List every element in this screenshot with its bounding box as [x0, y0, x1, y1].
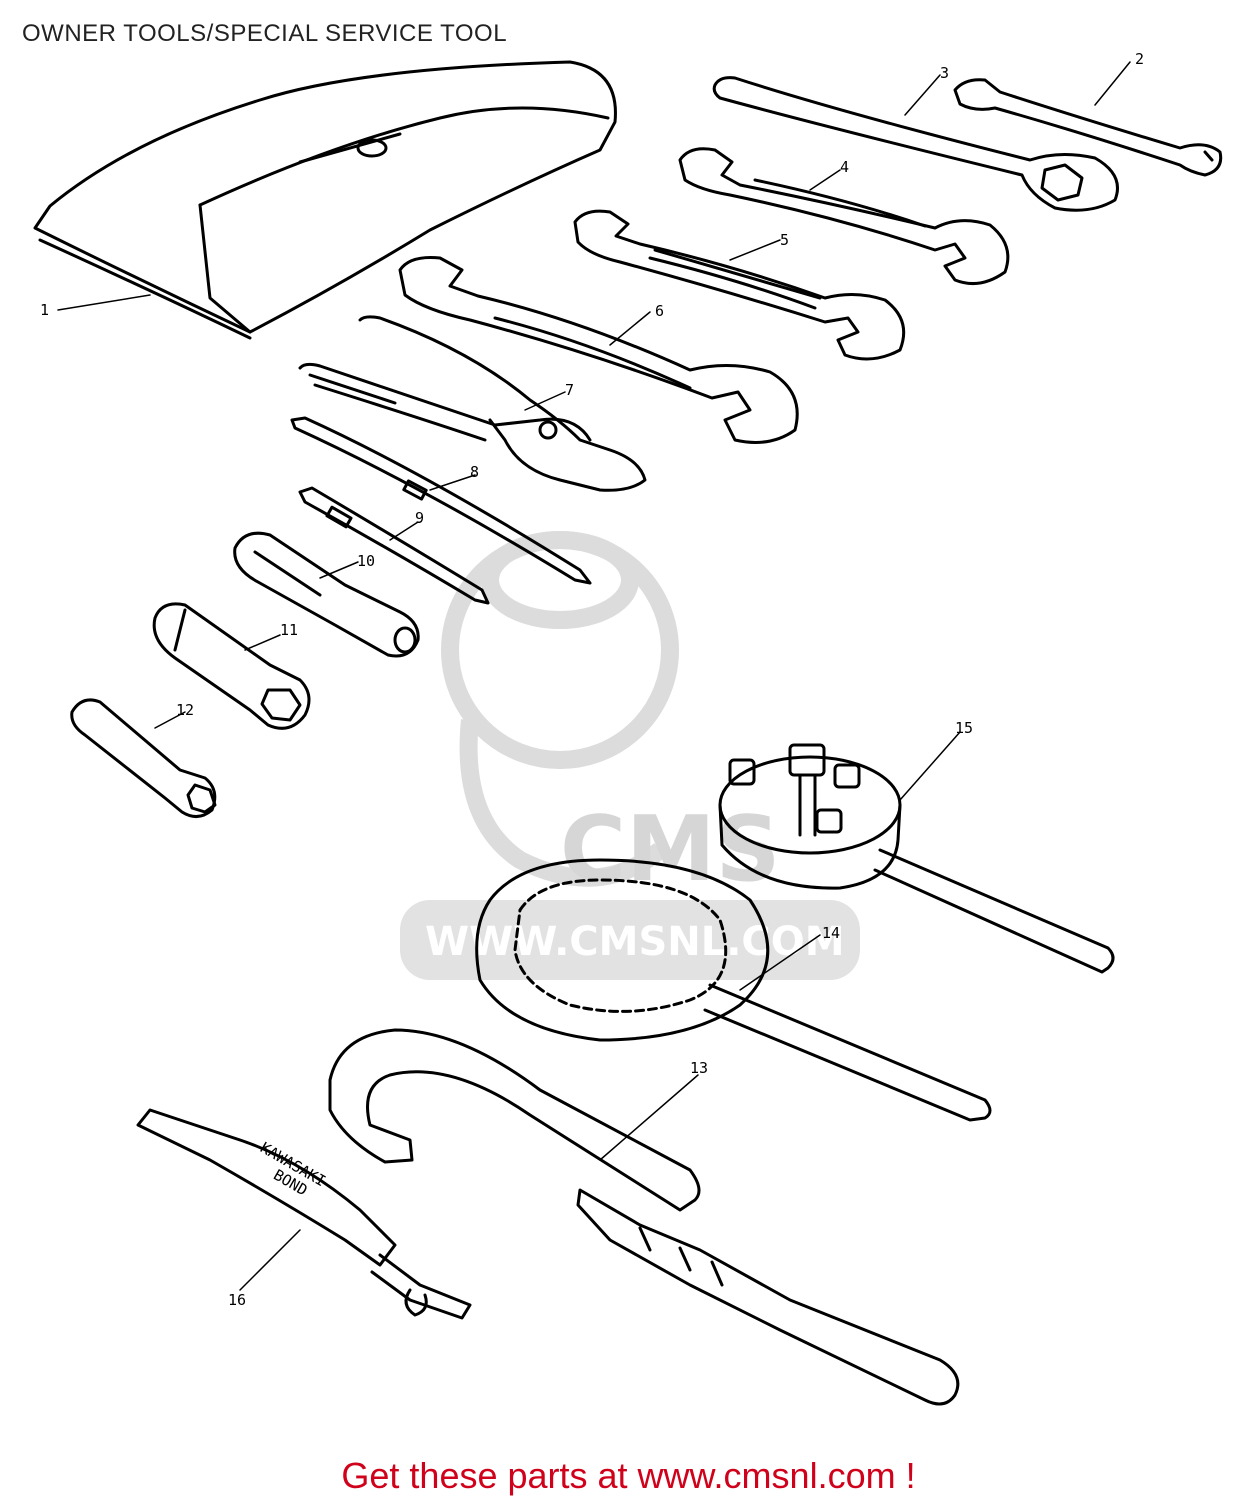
watermark-mascot-body — [459, 719, 666, 887]
footer-link[interactable]: Get these parts at www.cmsnl.com ! — [341, 1455, 916, 1496]
callout-12: 12 — [176, 701, 194, 719]
callout-9: 9 — [415, 509, 424, 527]
callout-11: 11 — [280, 621, 298, 639]
tool-bag — [33, 60, 617, 340]
leader-lines — [57, 61, 1131, 1291]
box-wrench-long — [712, 76, 1119, 212]
page-title: OWNER TOOLS/SPECIAL SERVICE TOOL — [22, 20, 508, 47]
callout-16: 16 — [228, 1291, 246, 1309]
callout-8: 8 — [470, 463, 479, 481]
hex-socket-large — [152, 602, 311, 730]
callout-2: 2 — [1135, 50, 1144, 68]
watermark-url: WWW.CMSNL.COM — [425, 919, 845, 965]
callout-13: 13 — [690, 1059, 708, 1077]
callout-3: 3 — [940, 64, 949, 82]
screwdriver-blade — [290, 416, 592, 585]
bond-tube — [136, 1108, 472, 1320]
pliers — [298, 315, 647, 492]
hook-wrench — [328, 1028, 960, 1406]
watermark-goggles — [481, 531, 639, 629]
callout-4: 4 — [840, 158, 849, 176]
screwdriver-bit — [298, 486, 490, 605]
spark-plug-socket — [70, 698, 217, 818]
spanner-medium — [678, 147, 1010, 286]
spanner-large — [398, 256, 799, 444]
callout-15: 15 — [955, 719, 973, 737]
spanner-5 — [573, 209, 906, 361]
callout-10: 10 — [357, 552, 375, 570]
watermark-brand: CMS — [560, 797, 780, 902]
flywheel-puller — [718, 743, 1115, 974]
bond-tube-label: KAWASAKI BOND — [257, 1139, 329, 1200]
callout-1: 1 — [40, 301, 49, 319]
watermark-banner — [400, 900, 860, 980]
watermark — [441, 531, 679, 887]
screwdriver-handle — [233, 531, 420, 658]
callout-7: 7 — [565, 381, 574, 399]
callout-14: 14 — [822, 924, 840, 942]
clutch-holder — [475, 858, 992, 1122]
callout-5: 5 — [780, 231, 789, 249]
spanner-small — [953, 78, 1223, 177]
callout-6: 6 — [655, 302, 664, 320]
